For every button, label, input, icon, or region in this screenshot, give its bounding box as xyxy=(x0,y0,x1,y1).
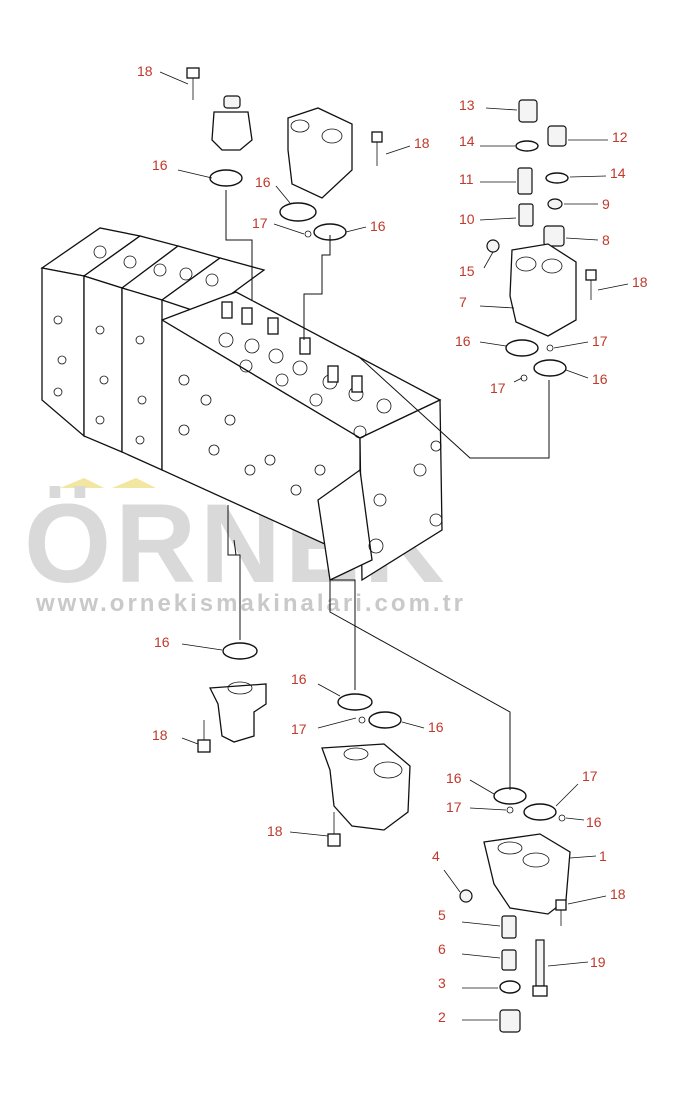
watermark-accent-right xyxy=(112,478,156,488)
bolt-19 xyxy=(535,939,545,987)
main-control-valve-block xyxy=(40,227,443,582)
plug-15 xyxy=(486,239,500,253)
callout-2: 2 xyxy=(438,1009,446,1025)
callout-16-right-lower: 16 xyxy=(592,371,608,387)
callout-19: 19 xyxy=(590,954,606,970)
spool-6 xyxy=(501,949,517,971)
callout-15: 15 xyxy=(459,263,475,279)
callout-17-right-lower: 17 xyxy=(490,380,506,396)
callout-18-top-right: 18 xyxy=(632,274,648,290)
plug-4 xyxy=(459,889,473,903)
callout-16-right-upper: 16 xyxy=(455,333,471,349)
callout-18-lower-center: 18 xyxy=(267,823,283,839)
callout-1: 1 xyxy=(599,848,607,864)
callout-4: 4 xyxy=(432,848,440,864)
top-right-valve-stack xyxy=(486,99,597,382)
callout-16-top-center: 16 xyxy=(255,174,271,190)
callout-16-lower-center: 16 xyxy=(291,671,307,687)
callout-16-lower-right-upper: 16 xyxy=(446,770,462,786)
plug-2 xyxy=(499,1009,521,1033)
callout-17-lower-center: 17 xyxy=(291,721,307,737)
callout-17-lower-right-right: 17 xyxy=(582,768,598,784)
callout-6: 6 xyxy=(438,941,446,957)
callout-17-right-upper: 17 xyxy=(592,333,608,349)
spring-5 xyxy=(501,915,517,939)
callout-7: 7 xyxy=(459,294,467,310)
plug-12 xyxy=(547,125,567,147)
spool-10 xyxy=(518,203,534,227)
ball-9 xyxy=(547,198,563,210)
valve-housing-top-center xyxy=(279,107,383,241)
callout-12: 12 xyxy=(612,129,628,145)
assembly-lines xyxy=(225,190,550,790)
callout-numbers: 18 16 16 17 16 18 13 12 14 14 11 9 10 8 … xyxy=(137,63,648,1025)
callout-16-lower-center-right: 16 xyxy=(428,719,444,735)
valve-housing-lower-right xyxy=(459,787,571,1033)
callout-leaders xyxy=(159,71,629,1021)
callout-18-lower-left: 18 xyxy=(152,727,168,743)
callout-18-top-center: 18 xyxy=(414,135,430,151)
valve-housing-lower-center xyxy=(321,693,411,847)
callout-11: 11 xyxy=(459,171,474,187)
solenoid-valve-top-left xyxy=(186,67,253,187)
callout-16-lower-right-lower: 16 xyxy=(586,814,602,830)
callout-18-top-left: 18 xyxy=(137,63,153,79)
spring-11 xyxy=(517,167,533,195)
callout-16-top-center-right: 16 xyxy=(370,218,386,234)
callout-17-top-center: 17 xyxy=(252,215,268,231)
callout-14-right: 14 xyxy=(610,165,626,181)
callout-16-lower-left: 16 xyxy=(154,634,170,650)
callout-10: 10 xyxy=(459,211,475,227)
flange-lower-left xyxy=(197,642,267,753)
callout-8: 8 xyxy=(602,232,610,248)
callout-18-lower-right: 18 xyxy=(610,886,626,902)
callout-17-lower-right-left: 17 xyxy=(446,799,462,815)
callout-16-top-left: 16 xyxy=(152,157,168,173)
callout-9: 9 xyxy=(602,196,610,212)
callout-5: 5 xyxy=(438,907,446,923)
housing-7 xyxy=(509,243,577,337)
plug-8 xyxy=(543,225,565,247)
callout-13: 13 xyxy=(459,97,475,113)
plug-13 xyxy=(518,99,538,123)
callout-14-left: 14 xyxy=(459,133,475,149)
watermark-accent-left xyxy=(60,478,104,488)
watermark-url: www.ornekismakinalari.com.tr xyxy=(35,590,466,617)
callout-3: 3 xyxy=(438,975,446,991)
